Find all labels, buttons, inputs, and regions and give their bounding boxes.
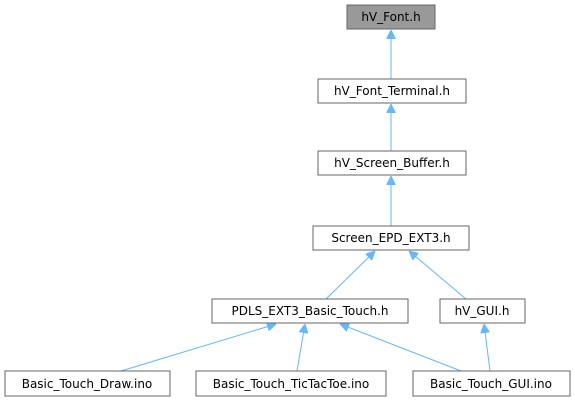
node-box (211, 298, 409, 324)
node-label: Screen_EPD_EXT3.h (331, 231, 450, 245)
node-label: hV_GUI.h (455, 304, 510, 318)
node-hv-font-terminal[interactable]: hV_Font_Terminal.h (317, 78, 467, 104)
edge-pdls-ext3-basic-touch-to-screen-epd-ext3 (325, 251, 375, 300)
node-box (346, 4, 436, 30)
node-label: Basic_Touch_Draw.ino (22, 377, 153, 391)
edges (120, 30, 491, 372)
node-box (312, 225, 470, 251)
node-box (412, 370, 571, 397)
node-label: PDLS_EXT3_Basic_Touch.h (232, 304, 389, 318)
edge-basic-touch-tictactoe-to-pdls-ext3-basic-touch (296, 324, 305, 372)
node-box (195, 370, 387, 397)
node-basic-touch-draw[interactable]: Basic_Touch_Draw.ino (4, 370, 171, 397)
node-box (4, 370, 171, 397)
node-label: Basic_Touch_GUI.ino (430, 377, 552, 391)
node-label: hV_Screen_Buffer.h (334, 156, 450, 170)
node-pdls-ext3-basic-touch[interactable]: PDLS_EXT3_Basic_Touch.h (211, 298, 409, 324)
edge-basic-touch-draw-to-pdls-ext3-basic-touch (120, 324, 276, 372)
edge-basic-touch-gui-to-pdls-ext3-basic-touch (340, 324, 462, 372)
node-basic-touch-gui[interactable]: Basic_Touch_GUI.ino (412, 370, 571, 397)
node-box (317, 150, 467, 176)
edge-basic-touch-gui-to-hv-gui (484, 324, 491, 372)
node-label: hV_Font.h (361, 10, 420, 24)
node-basic-touch-tictactoe[interactable]: Basic_Touch_TicTacToe.ino (195, 370, 387, 397)
node-screen-epd-ext3[interactable]: Screen_EPD_EXT3.h (312, 225, 470, 251)
node-hv-gui[interactable]: hV_GUI.h (439, 298, 526, 324)
edge-hv-gui-to-screen-epd-ext3 (409, 251, 467, 300)
node-hv-screen-buffer[interactable]: hV_Screen_Buffer.h (317, 150, 467, 176)
node-box (439, 298, 526, 324)
node-hv-font[interactable]: hV_Font.h (346, 4, 436, 30)
node-label: Basic_Touch_TicTacToe.ino (213, 377, 370, 391)
node-box (317, 78, 467, 104)
node-label: hV_Font_Terminal.h (334, 84, 450, 98)
